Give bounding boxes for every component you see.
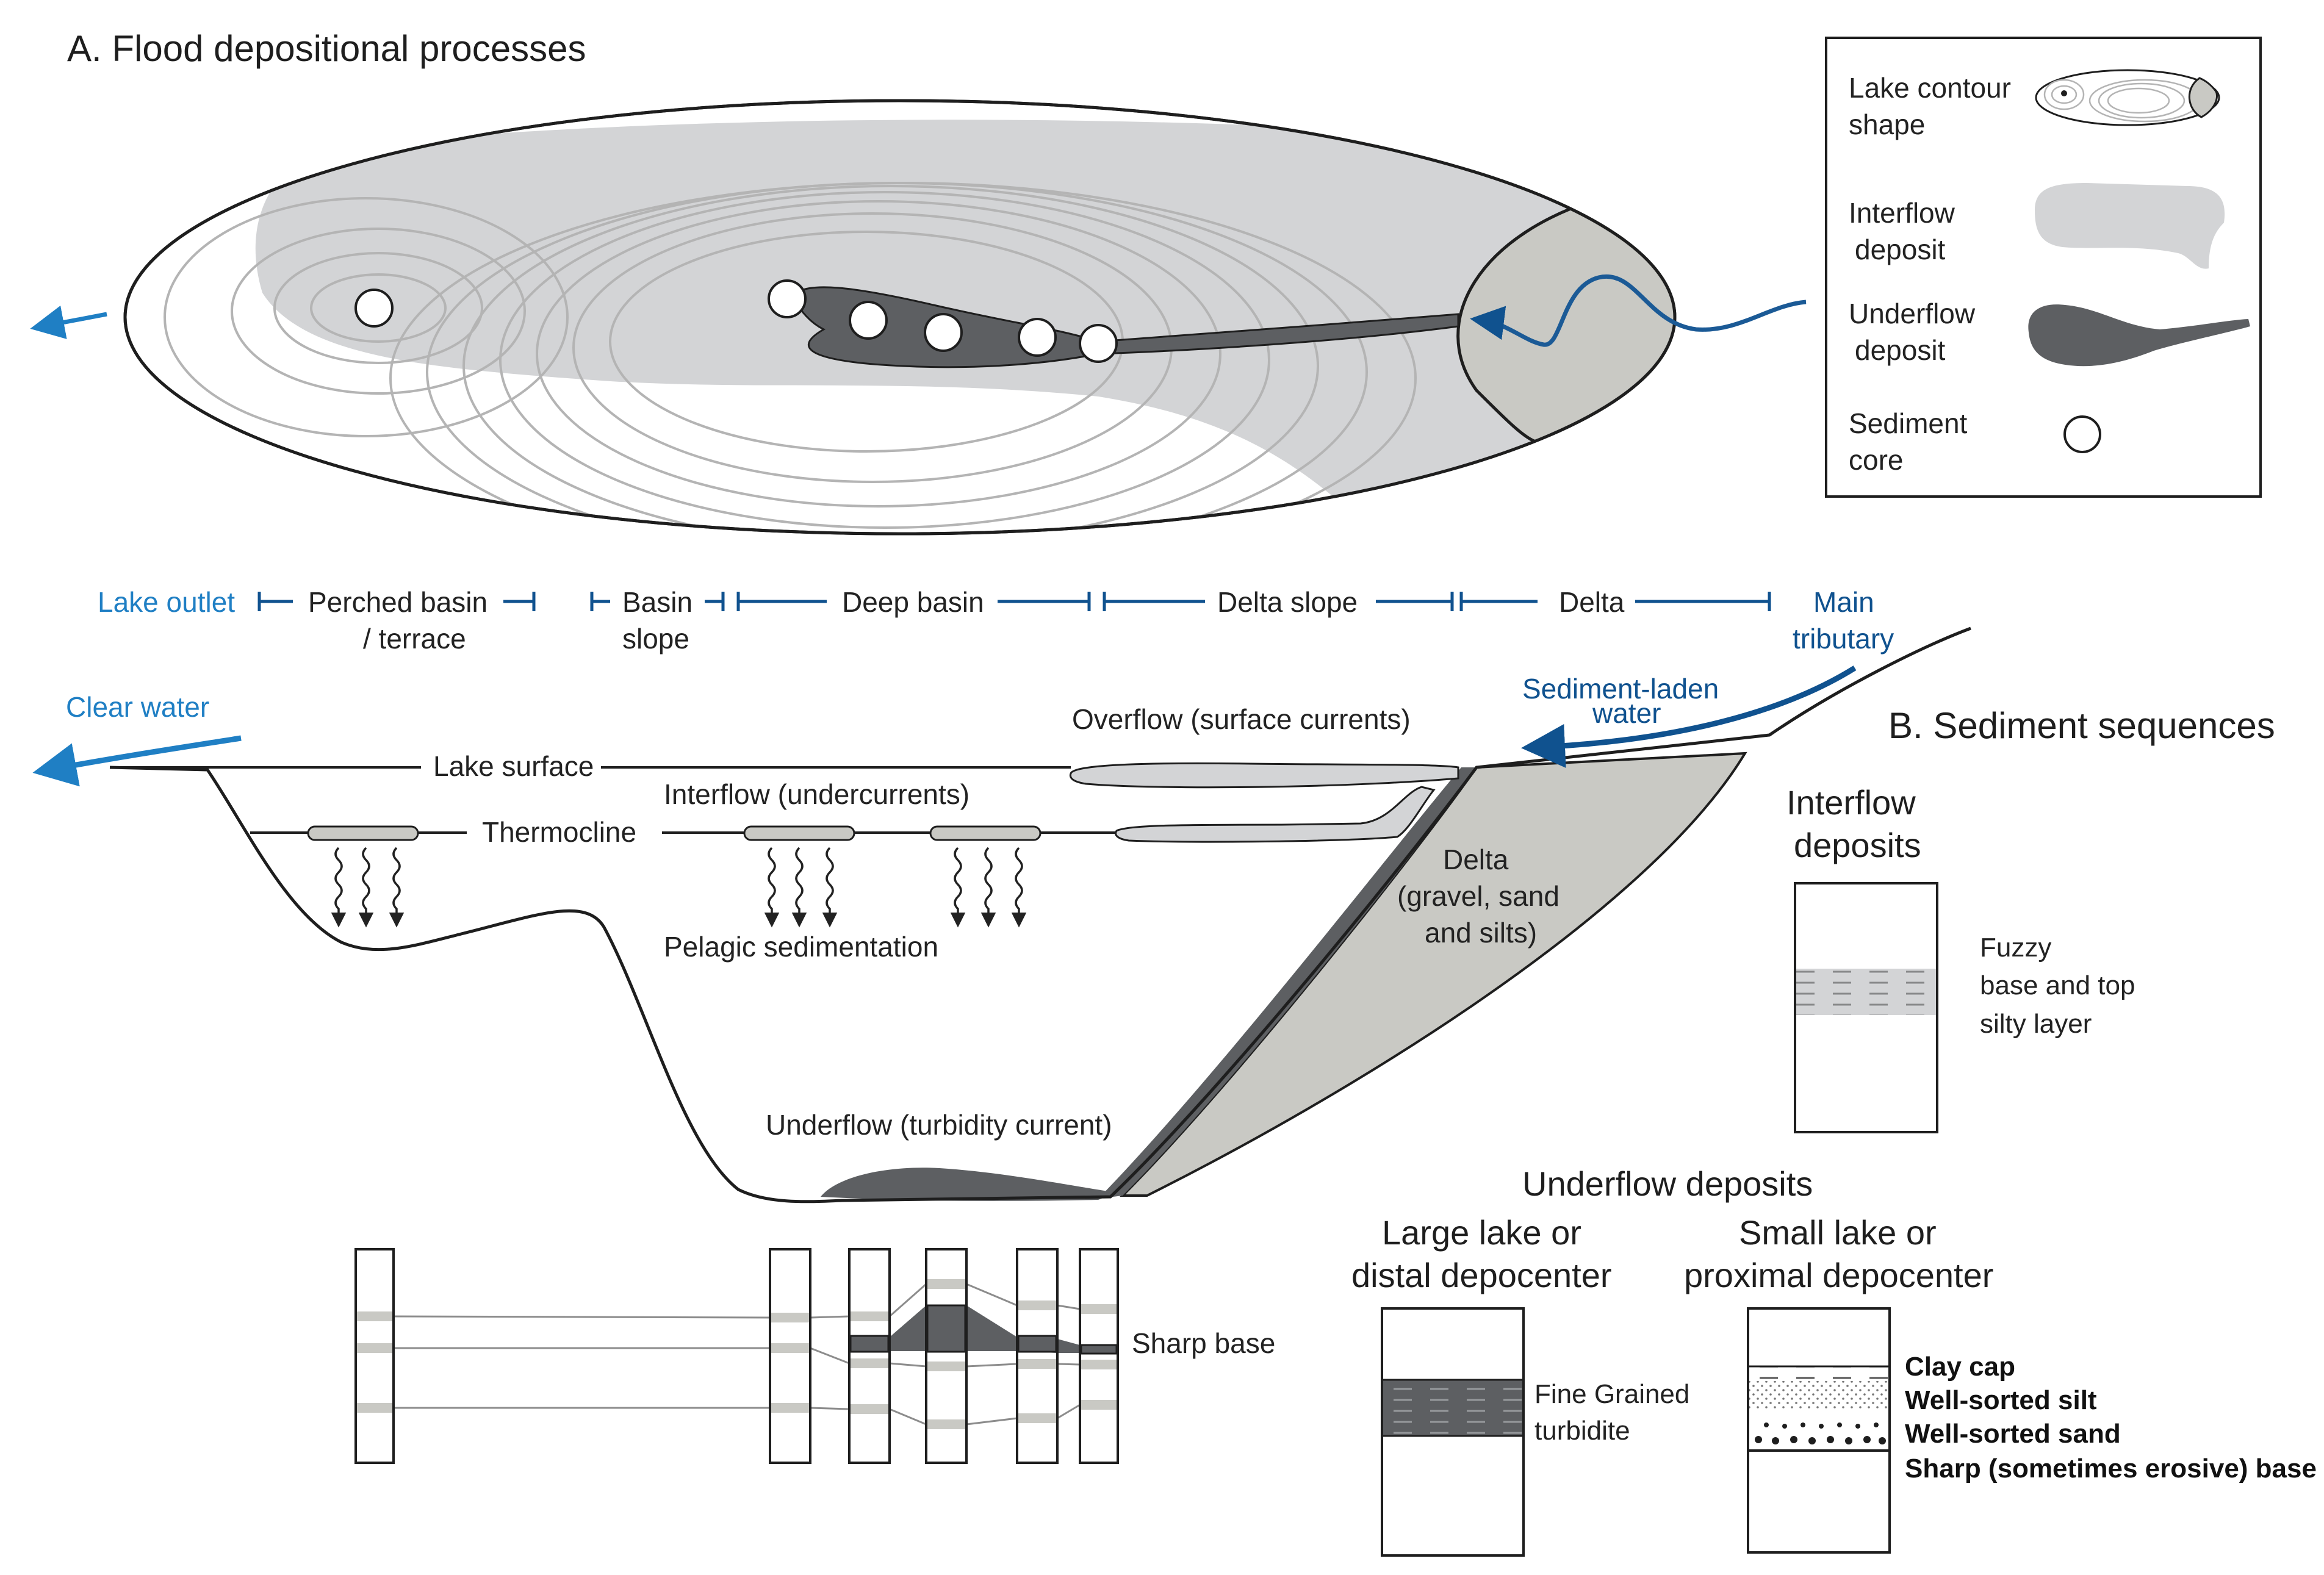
interflow-deposits-title-1: Interflow	[1786, 783, 1916, 822]
interflow-deposits-title-2: deposits	[1794, 826, 1921, 864]
title-flood-processes: A. Flood depositional processes	[67, 28, 586, 69]
legend-contour-label-1: Lake contour	[1849, 72, 2011, 104]
zone-basin-slope-2: slope	[622, 623, 689, 655]
label-sharp-base: Sharp base	[1132, 1327, 1275, 1359]
small-lake-title-1: Small lake or	[1739, 1213, 1937, 1252]
small-lake-title-2: proximal depocenter	[1684, 1256, 1993, 1294]
small-lake-core-column	[1747, 1307, 1891, 1554]
main-river-plan	[1470, 274, 1807, 347]
well-sorted-sand-layer	[1755, 1423, 1886, 1444]
underflow-deposit-swatch	[2028, 304, 2250, 367]
zone-basin-slope-1: Basin	[622, 586, 693, 618]
zone-bar: Lake outlet Perched basin / terrace Basi…	[98, 586, 1894, 655]
outlet-arrow-plan	[30, 305, 107, 339]
core-1	[354, 289, 394, 328]
sediment-laden-arrow	[1521, 666, 1857, 768]
overflow-plume-section	[1069, 762, 1459, 789]
interflow-plume-section	[1115, 786, 1436, 843]
delta-plan	[1456, 193, 1675, 444]
legend-core-label-2: core	[1849, 444, 1903, 476]
core-column-6	[1079, 1248, 1119, 1464]
zone-main-tributary-2: tributary	[1793, 623, 1894, 655]
legend-core-label-1: Sediment	[1849, 407, 1968, 439]
core-4	[924, 313, 963, 352]
sediment-sequences: Interflow deposits Fuzzy base and top si…	[1351, 783, 2317, 1557]
pelagic-settling-arrows	[331, 847, 1027, 928]
clear-water-arrow	[32, 735, 242, 787]
zone-main-tributary-1: Main	[1813, 586, 1874, 618]
core-column-1	[354, 1248, 395, 1464]
core-5	[1018, 318, 1057, 357]
thermocline-lenses	[307, 825, 1041, 841]
underflow-deposits-title: Underflow deposits	[1522, 1164, 1813, 1203]
label-thermocline: Thermocline	[482, 816, 636, 848]
core-column-2	[769, 1248, 811, 1464]
interflow-desc-1: Fuzzy	[1980, 933, 2051, 963]
label-interflow: Interflow (undercurrents)	[664, 778, 970, 810]
large-lake-title-2: distal depocenter	[1351, 1256, 1612, 1294]
core-3	[849, 301, 888, 340]
layer-clay-cap: Clay cap	[1905, 1352, 2015, 1382]
lake-bed-profile	[109, 626, 1971, 1204]
core-2	[768, 279, 807, 318]
layer-well-sorted-silt: Well-sorted silt	[1905, 1385, 2097, 1415]
label-lake-surface: Lake surface	[433, 750, 594, 782]
fine-grained-label-1: Fine Grained	[1534, 1379, 1689, 1409]
core-column-3	[848, 1248, 891, 1464]
title-sediment-sequences: B. Sediment sequences	[1888, 705, 2275, 746]
zone-delta: Delta	[1559, 586, 1625, 618]
core-6	[1079, 324, 1118, 363]
lake-cross-section: Clear water Sediment-laden water Overflo…	[32, 626, 1971, 1204]
label-delta-2: (gravel, sand	[1397, 880, 1560, 912]
label-delta-1: Delta	[1443, 844, 1509, 875]
core-column-5	[1016, 1248, 1059, 1464]
label-overflow: Overflow (surface currents)	[1072, 703, 1411, 735]
interflow-desc-2: base and top	[1980, 970, 2135, 1000]
underflow-pool-section	[821, 1168, 1117, 1201]
core-column-4	[925, 1248, 968, 1464]
interflow-deposit-swatch	[2035, 183, 2225, 269]
legend-underflow-label-1: Underflow	[1849, 298, 1976, 329]
label-clear-water: Clear water	[66, 691, 209, 723]
label-sediment-laden-1: Sediment-laden	[1522, 673, 1719, 705]
lake-contour-icon	[2035, 69, 2220, 126]
layer-well-sorted-sand: Well-sorted sand	[1905, 1419, 2121, 1449]
label-underflow: Underflow (turbidity current)	[766, 1109, 1112, 1141]
legend-contour-label-2: shape	[1849, 109, 1925, 140]
legend-interflow-label-1: Interflow	[1849, 197, 1955, 229]
zone-delta-slope: Delta slope	[1217, 586, 1358, 618]
underflow-band-section	[1098, 767, 1477, 1199]
legend-interflow-label-2: deposit	[1855, 234, 1946, 265]
lake-plan-view	[30, 99, 1807, 536]
label-pelagic: Pelagic sedimentation	[664, 931, 938, 963]
zone-lake-outlet: Lake outlet	[98, 586, 235, 618]
label-sediment-laden-2: water	[1592, 697, 1661, 729]
core-correlation: Sharp base	[354, 1248, 1275, 1464]
clay-cap-layer	[1749, 1368, 1888, 1381]
interflow-desc-3: silty layer	[1980, 1009, 2092, 1039]
well-sorted-silt-layer	[1749, 1381, 1888, 1410]
fine-grained-label-2: turbidite	[1534, 1416, 1630, 1446]
legend-underflow-label-2: deposit	[1855, 334, 1946, 366]
zone-deep-basin: Deep basin	[842, 586, 984, 618]
sediment-cores-plan	[354, 279, 1118, 363]
label-delta-3: and silts)	[1425, 917, 1537, 949]
underflow-plume-plan	[792, 286, 1459, 368]
layer-sharp-base: Sharp (sometimes erosive) base	[1905, 1454, 2317, 1484]
zone-perched-basin-2: / terrace	[363, 623, 466, 655]
large-lake-title-1: Large lake or	[1382, 1213, 1581, 1252]
legend: Lake contour shape Interflow deposit Und…	[1825, 37, 2262, 498]
zone-perched-basin-1: Perched basin	[308, 586, 487, 618]
sediment-core-swatch	[2063, 415, 2101, 453]
